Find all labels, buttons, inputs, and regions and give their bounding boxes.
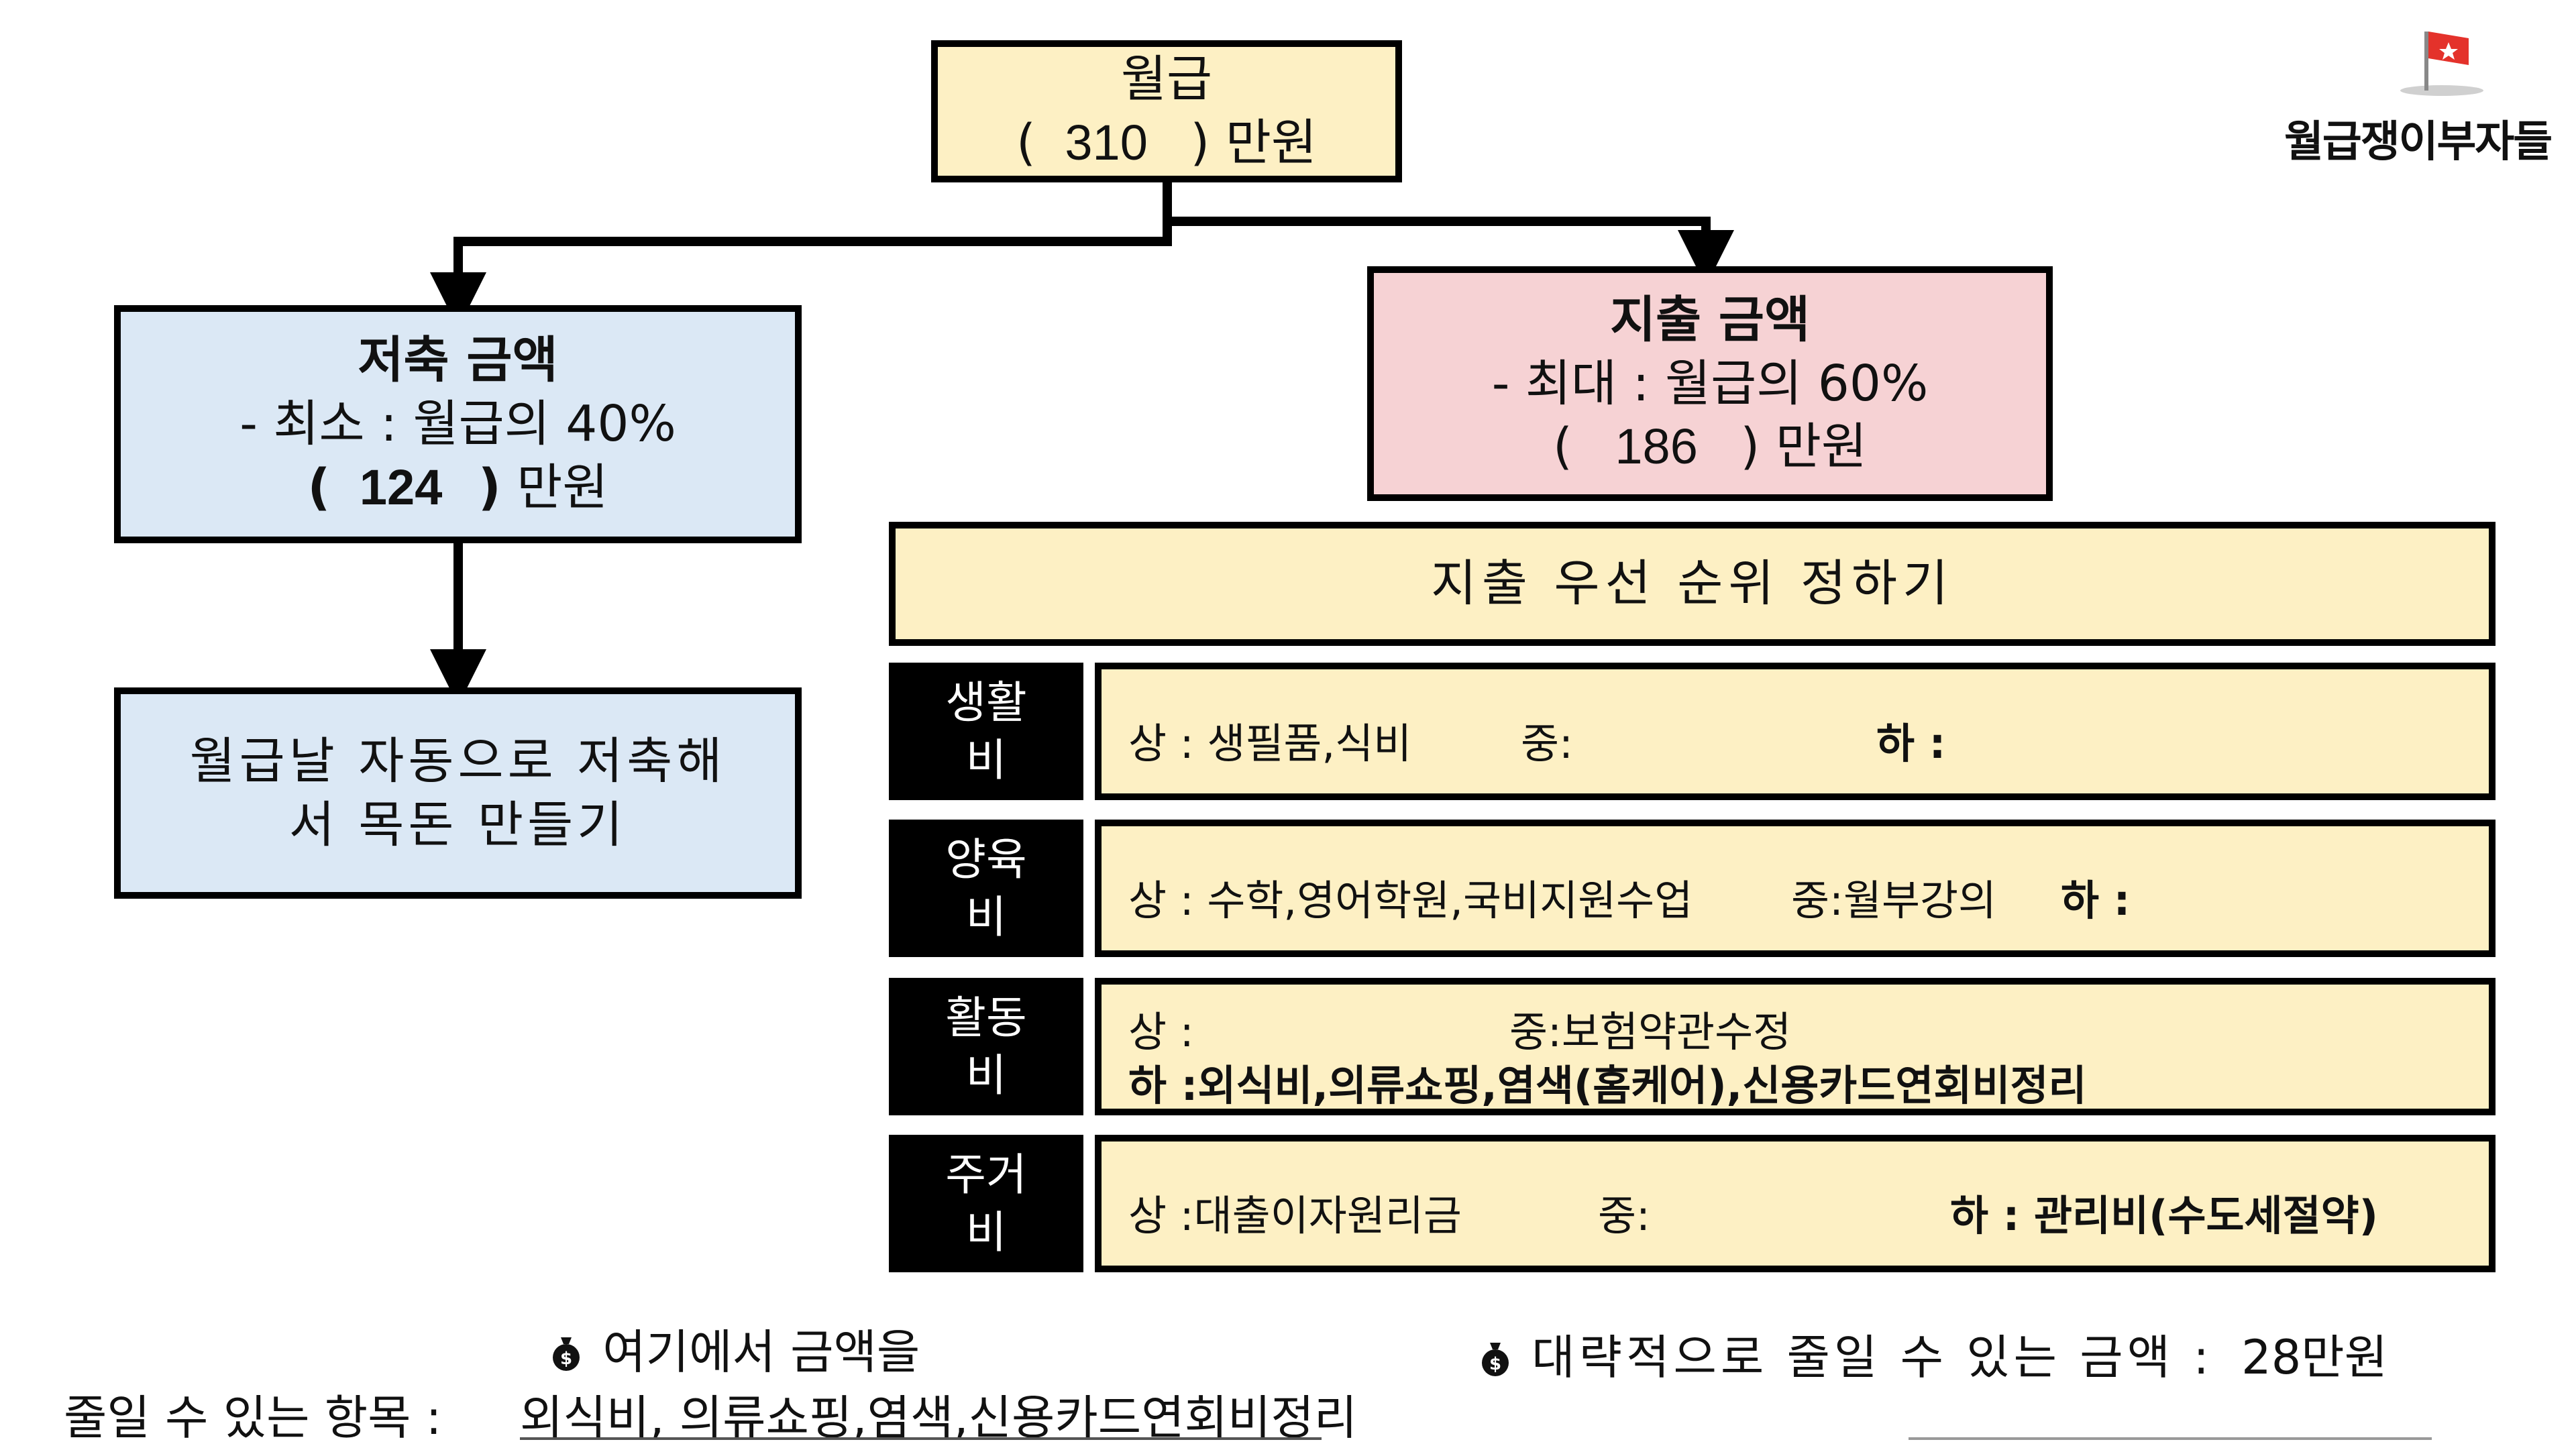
priority-mid: 중:월부강의 (1791, 876, 1997, 925)
reduce-items-line1: $ 여기에서 금액을 (550, 1315, 920, 1382)
flag-icon (2400, 32, 2483, 96)
savings-unit: 만원 (517, 458, 608, 516)
spending-title: 지출 금액 (1609, 290, 1811, 349)
priority-header: 지출 우선 순위 정하기 (889, 522, 2496, 646)
reduce-amount-label: 대략적으로 줄일 수 있는 금액 : (1532, 1330, 2213, 1385)
reduce-amount-line: $ 대략적으로 줄일 수 있는 금액 : 28만원 (1479, 1320, 2387, 1388)
savings-box: 저축 금액 - 최소 : 월급의 40% ( 124 ) 만원 (114, 305, 802, 543)
priority-high: 상 : 수학,영어학원,국비지원수업 (1128, 876, 1693, 925)
spending-unit: 만원 (1775, 418, 1867, 476)
arrow-to-savings (430, 182, 1172, 329)
salary-amount: 310 (1065, 115, 1148, 170)
category-row-living: 상 : 생필품,식비 중: 하 : (1095, 663, 2496, 800)
category-row-housing: 상 :대출이자원리금 중: 하 : 관리비(수도세절약) (1095, 1135, 2496, 1272)
spending-max-line: - 최대 : 월급의 60% (1491, 354, 1929, 412)
reduce-amount-value: 28만원 (2241, 1330, 2388, 1385)
spending-amount: 186 (1615, 419, 1698, 475)
priority-low: 하 : 관리비(수도세절약) (1950, 1191, 2378, 1240)
priority-mid: 중: (1521, 719, 1573, 768)
salary-amount-line: ( 310 ) 만원 (1016, 114, 1317, 172)
category-label-childcare: 양육 비 (889, 820, 1083, 957)
money-bag-icon: $ (1479, 1333, 1511, 1376)
logo-text: 월급쟁이부자들 (2284, 117, 2553, 167)
priority-mid: 중: (1598, 1191, 1650, 1240)
auto-save-line2: 서 목돈 만들기 (288, 795, 627, 854)
priority-low: 하 :외식비,의류쇼핑,염색(홈케어),신용카드연회비정리 (1128, 1061, 2087, 1110)
svg-text:$: $ (560, 1349, 572, 1369)
reduce-amount-underline (1909, 1437, 2432, 1440)
category-row-childcare: 상 : 수학,영어학원,국비지원수업 중:월부강의 하 : (1095, 820, 2496, 957)
category-label-living: 생활 비 (889, 663, 1083, 800)
spending-amount-line: ( 186 ) 만원 (1553, 418, 1867, 476)
svg-text:$: $ (1489, 1354, 1501, 1374)
reduce-items-value: 외식비, 의류쇼핑,염색,신용카드연회비정리 (520, 1390, 1358, 1445)
reduce-items-underline (520, 1437, 1322, 1440)
category-row-activity: 상 : 중:보험약관수정 하 :외식비,의류쇼핑,염색(홈케어),신용카드연회비… (1095, 978, 2496, 1115)
spending-box: 지출 금액 - 최대 : 월급의 60% ( 186 ) 만원 (1367, 266, 2053, 501)
reduce-items-prefix: 줄일 수 있는 항목 : (64, 1390, 442, 1445)
savings-amount: 124 (359, 459, 443, 515)
priority-header-text: 지출 우선 순위 정하기 (1430, 555, 1954, 613)
category-label-housing: 주거 비 (889, 1135, 1083, 1272)
priority-high: 상 :대출이자원리금 (1128, 1191, 1462, 1240)
savings-title: 저축 금액 (358, 331, 558, 390)
priority-low: 하 : (1876, 719, 1946, 768)
priority-mid: 중:보험약관수정 (1509, 1007, 1792, 1056)
salary-box: 월급 ( 310 ) 만원 (931, 40, 1402, 182)
salary-unit: 만원 (1225, 114, 1317, 172)
category-label-activity: 활동 비 (889, 978, 1083, 1115)
priority-high: 상 : 생필품,식비 (1128, 719, 1412, 768)
auto-save-box: 월급날 자동으로 저축해 서 목돈 만들기 (114, 687, 802, 899)
savings-min-line: - 최소 : 월급의 40% (239, 395, 676, 453)
logo: 월급쟁이부자들 (2284, 23, 2573, 168)
priority-high: 상 : (1128, 1007, 1194, 1056)
priority-low: 하 : (2061, 876, 2131, 925)
money-bag-icon: $ (550, 1327, 582, 1371)
savings-amount-line: ( 124 ) 만원 (307, 458, 608, 516)
arrow-to-spending (1163, 182, 1734, 286)
salary-title: 월급 (1120, 50, 1213, 109)
auto-save-line1: 월급날 자동으로 저축해 (189, 732, 727, 790)
